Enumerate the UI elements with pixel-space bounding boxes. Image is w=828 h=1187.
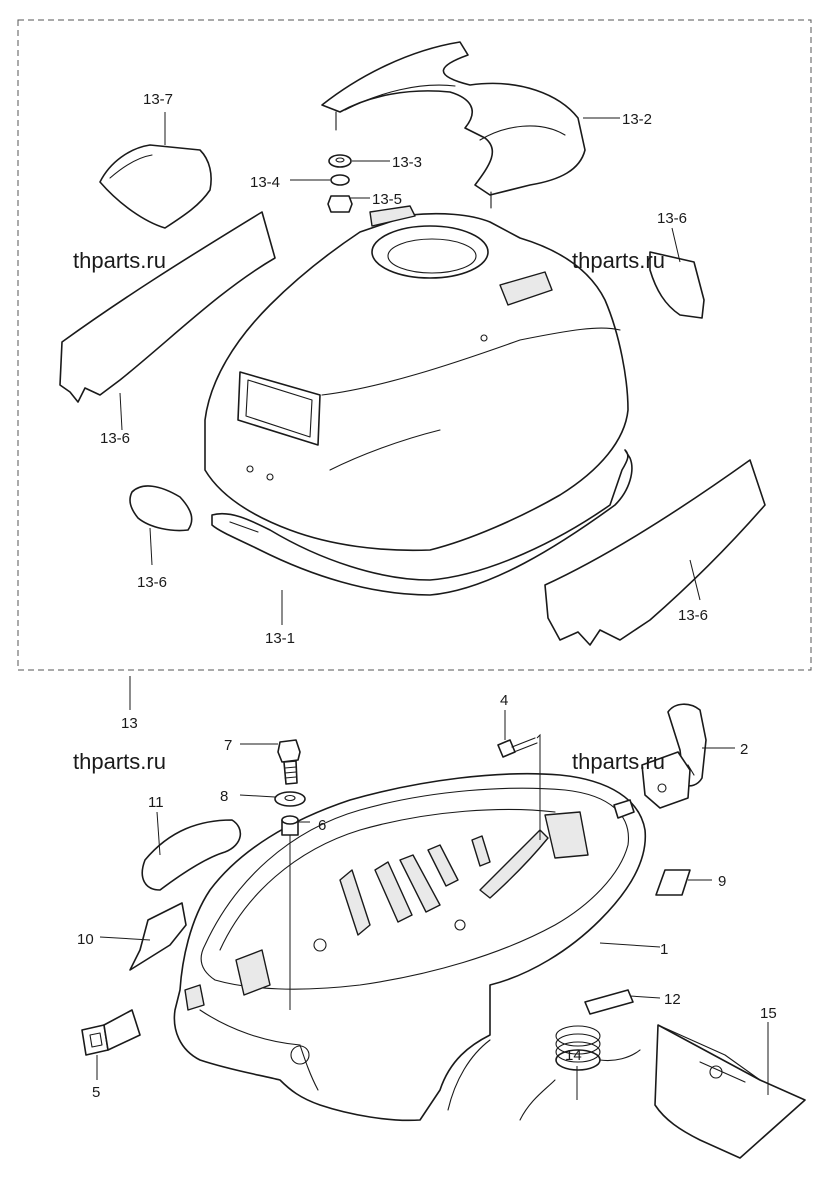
part-5-plug xyxy=(81,1009,141,1056)
watermarks: thparts.ru thparts.ru thparts.ru thparts… xyxy=(73,248,665,774)
label-13-3: 13-3 xyxy=(392,154,422,171)
part-11-pad xyxy=(141,819,242,891)
part-14-spring xyxy=(519,1025,641,1121)
part-13-1-seal xyxy=(211,449,633,596)
label-10: 10 xyxy=(77,931,94,948)
watermark-1: thparts.ru xyxy=(73,248,166,273)
watermark-4: thparts.ru xyxy=(572,749,665,774)
label-11: 11 xyxy=(148,794,164,811)
part-1-bottom-cowling xyxy=(173,772,647,1122)
part-9-pad xyxy=(655,869,691,896)
label-13-7: 13-7 xyxy=(143,91,173,108)
part-13-4-washer xyxy=(330,174,350,186)
part-13-6-decal-small-right xyxy=(649,251,705,319)
label-4: 4 xyxy=(500,692,508,709)
part-2-latch-lever xyxy=(641,703,707,809)
part-13-7-pad xyxy=(99,144,212,229)
label-1: 1 xyxy=(660,941,668,958)
leader-lines xyxy=(96,112,769,1100)
label-8: 8 xyxy=(220,788,228,805)
label-13-6-lower-right: 13-6 xyxy=(678,607,708,624)
label-13-5: 13-5 xyxy=(372,191,402,208)
label-5: 5 xyxy=(92,1084,100,1101)
watermark-2: thparts.ru xyxy=(572,248,665,273)
part-13-3-washer xyxy=(328,154,352,168)
part-13-6-decal-left xyxy=(59,211,276,403)
part-8-grommet xyxy=(274,791,306,807)
part-top-cowling xyxy=(204,205,629,552)
label-15: 15 xyxy=(760,1005,777,1022)
part-4-screw xyxy=(497,737,538,758)
part-7-bolt xyxy=(277,739,301,785)
label-13-4: 13-4 xyxy=(250,174,280,191)
part-15-pouch xyxy=(654,1024,806,1159)
label-2: 2 xyxy=(740,741,748,758)
part-12-strip xyxy=(584,989,634,1015)
part-labels: 13-7 13-2 13-3 13-4 13-5 13-6 13-6 13-6 … xyxy=(77,91,777,1101)
assembly-13-frame xyxy=(17,19,812,671)
part-13-2-handle xyxy=(321,41,586,209)
label-13-6-left: 13-6 xyxy=(100,430,130,447)
part-10-pad xyxy=(129,902,187,971)
label-13-6-upper-right: 13-6 xyxy=(657,210,687,227)
label-13-1: 13-1 xyxy=(265,630,295,647)
label-9: 9 xyxy=(718,873,726,890)
label-12: 12 xyxy=(664,991,681,1008)
label-6: 6 xyxy=(318,817,326,834)
part-13-6-decal-small-left xyxy=(129,485,193,532)
label-13-6-lower-left: 13-6 xyxy=(137,574,167,591)
part-bushing-near-2 xyxy=(613,799,635,819)
part-13-6-decal-right xyxy=(544,459,766,646)
label-13-2: 13-2 xyxy=(622,111,652,128)
label-7: 7 xyxy=(224,737,232,754)
label-13: 13 xyxy=(121,715,138,732)
part-6-collar xyxy=(281,815,299,836)
label-14: 14 xyxy=(565,1047,582,1064)
part-13-5-nut xyxy=(327,195,353,213)
watermark-3: thparts.ru xyxy=(73,749,166,774)
